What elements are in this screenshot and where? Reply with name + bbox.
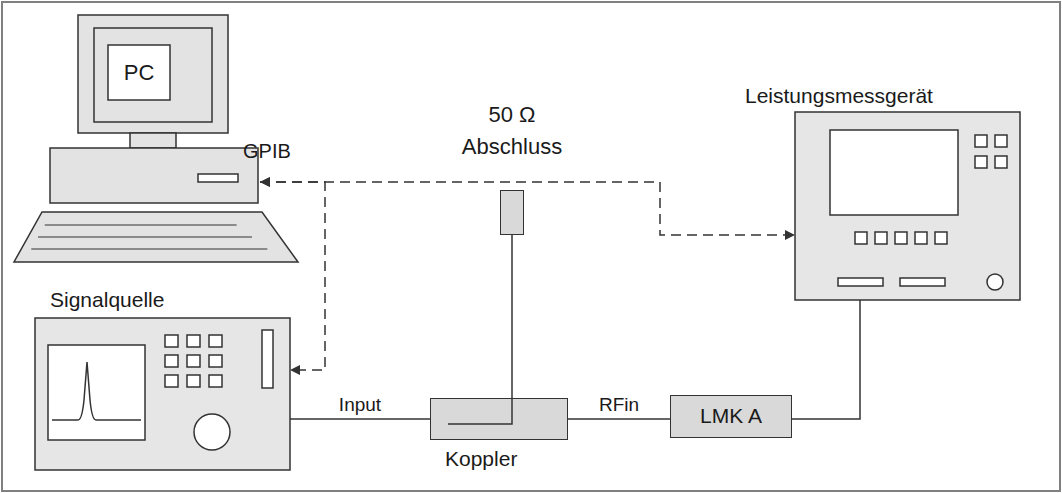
button [209, 375, 222, 387]
coupled-line [448, 398, 512, 424]
computer: PC [50, 15, 260, 205]
instrument-knob [194, 414, 230, 450]
rf-cable [290, 418, 430, 420]
button [995, 156, 1007, 168]
key-row [45, 225, 237, 226]
power-meter: Leistungsmessgerät [795, 112, 1020, 300]
gpib-bus-line [260, 182, 325, 370]
termination: 50 Ω Abschluss [500, 190, 524, 235]
button [875, 232, 887, 244]
button [209, 335, 222, 347]
rf-cable [511, 235, 513, 398]
instrument-knob [987, 274, 1003, 290]
rf-cable [568, 418, 670, 420]
bus-name: GPIB [243, 140, 291, 163]
instrument-body [795, 112, 1020, 300]
signal-source: Signalquelle [35, 318, 290, 470]
button [209, 355, 222, 367]
instrument-body [35, 318, 290, 470]
button [975, 135, 987, 147]
button [935, 232, 947, 244]
button [855, 232, 867, 244]
instrument-slot [262, 330, 273, 388]
button [915, 232, 927, 244]
key-row [31, 249, 267, 250]
coupler: Koppler [430, 398, 568, 440]
device-name: Signalquelle [50, 288, 164, 312]
drive-slot [198, 174, 238, 182]
rf-cable [792, 300, 860, 419]
monitor-screen [94, 28, 212, 122]
button [165, 355, 178, 367]
instrument-slot [838, 278, 883, 286]
computer-name: PC [108, 45, 170, 100]
port-label: Input [337, 394, 383, 416]
screen-window [108, 45, 170, 100]
keyboard-keys [31, 225, 267, 249]
button-grid [165, 335, 222, 387]
button [187, 335, 200, 347]
button [187, 355, 200, 367]
button [895, 232, 907, 244]
instrument-screen [830, 130, 958, 215]
key-row [38, 237, 252, 238]
pc-base-unit [50, 148, 258, 203]
termination-name: 50 Ω Abschluss [452, 99, 572, 163]
monitor-stand [130, 133, 176, 148]
button [165, 375, 178, 387]
button [975, 156, 987, 168]
instrument-slot [900, 278, 945, 286]
device-name: Leistungsmessgerät [745, 84, 933, 108]
sensor-name: LMK A [671, 396, 791, 436]
spectrum-trace [52, 362, 141, 420]
sensor-box: LMK A [670, 395, 792, 438]
button [995, 135, 1007, 147]
instrument-screen [48, 345, 145, 440]
power-meter-illustration [795, 112, 1020, 300]
device-name: Koppler [445, 447, 517, 471]
pc-illustration [14, 15, 298, 262]
signal-source-illustration [35, 318, 290, 470]
monitor [78, 15, 228, 133]
button [187, 375, 200, 387]
button [165, 335, 178, 347]
coupler-illustration [430, 398, 568, 440]
keyboard [14, 212, 298, 262]
button-grid [855, 135, 1007, 244]
coupler-body [430, 398, 568, 440]
port-label: RFin [597, 394, 641, 416]
gpib-bus-line [260, 182, 795, 235]
